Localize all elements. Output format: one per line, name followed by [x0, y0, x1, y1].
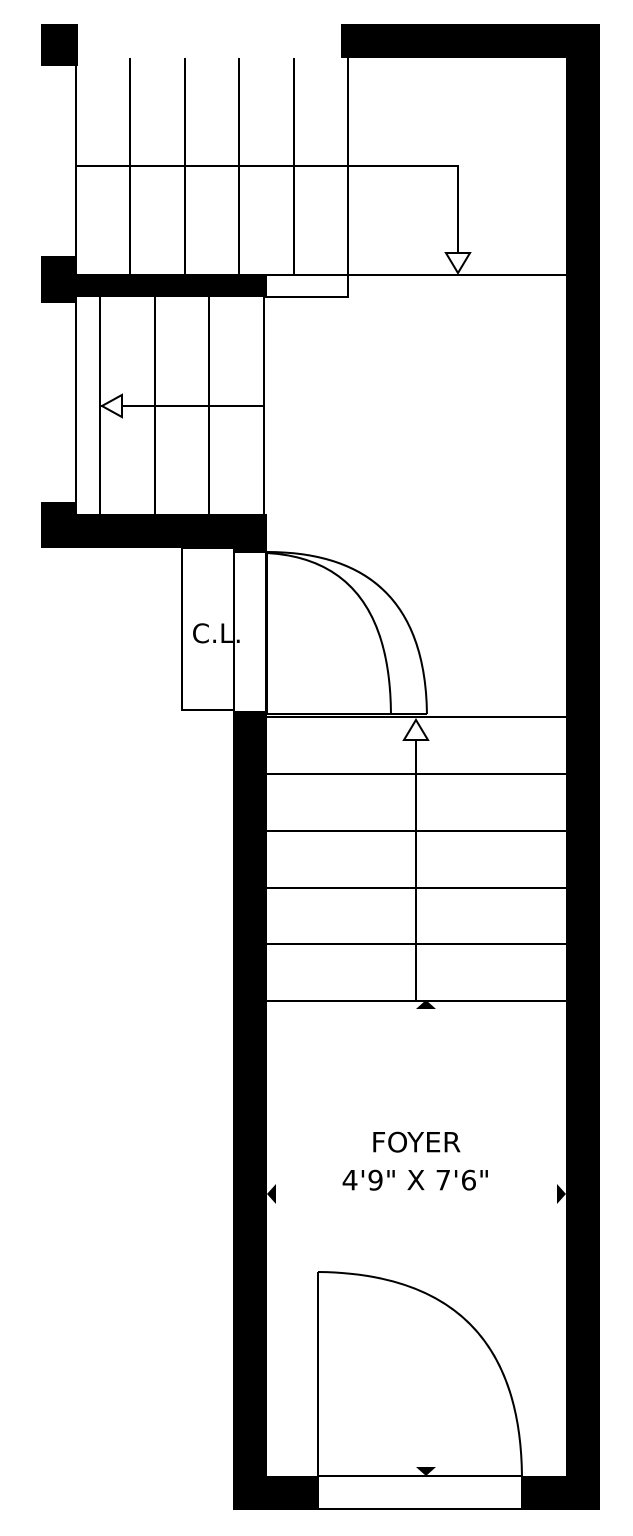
- room-dimensions: 4'9" X 7'6": [341, 1164, 490, 1197]
- wall-top-left-post: [41, 24, 78, 66]
- wall-top: [341, 24, 600, 58]
- wall-door-jamb-top: [233, 514, 267, 552]
- stair-start-marker-icon: [416, 1000, 436, 1009]
- wall-under-middle-flight: [41, 514, 267, 548]
- entry-threshold: [317, 1475, 523, 1510]
- door-swing-arc-outer: [266, 551, 428, 715]
- dimension-marker-left-icon: [267, 1184, 276, 1204]
- dimension-marker-right-icon: [557, 1184, 566, 1204]
- wall-right: [566, 24, 600, 1510]
- stair-flight-lower: [267, 716, 566, 1002]
- entry-door[interactable]: [317, 1271, 523, 1510]
- arrow-up-icon: [402, 718, 430, 741]
- entry-marker-icon: [416, 1467, 436, 1476]
- arrow-down-icon: [444, 252, 472, 275]
- stair-flight-middle: [75, 297, 265, 514]
- arrow-left-icon: [99, 393, 123, 419]
- room-name: FOYER: [371, 1126, 462, 1159]
- entry-door-swing-arc: [317, 1271, 523, 1477]
- wall-bottom-right: [522, 1476, 600, 1510]
- wall-left-foyer: [233, 712, 267, 1510]
- closet-label: C.L.: [191, 619, 242, 650]
- walls: [41, 24, 600, 1510]
- stair-direction-line-upper: [76, 165, 459, 272]
- wall-stair-divider: [41, 274, 266, 297]
- door-swing-arc-inner: [266, 552, 392, 715]
- wall-bottom-left: [233, 1476, 319, 1510]
- interior-door[interactable]: [266, 551, 428, 715]
- stair-flight-upper: [75, 58, 566, 298]
